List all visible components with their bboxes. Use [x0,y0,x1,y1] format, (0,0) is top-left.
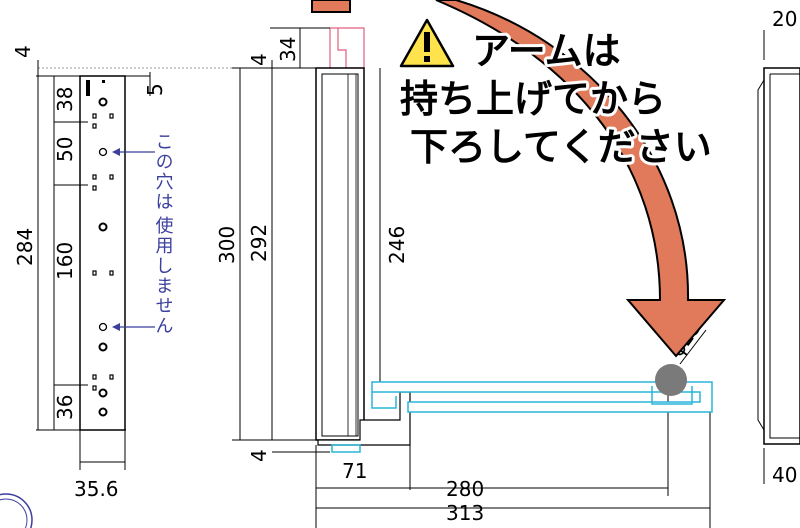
warning-triangle-icon [399,18,455,68]
arm-ball [655,364,687,396]
dim-body-71: 71 [342,459,367,483]
note-line-2: 使用しません [153,216,174,336]
dim-body-300: 300 [215,226,239,264]
dim-bracket-38: 38 [53,87,77,112]
dim-bracket-5: 5 [143,83,167,96]
dim-body-292: 292 [247,224,271,262]
dim-body-280: 280 [446,477,484,501]
side-view: 20 40 [757,7,800,487]
dim-body-246: 246 [385,226,409,264]
mounting-bracket [79,75,126,431]
dim-body-4-top: 4 [247,53,271,66]
bracket-dimension-labels: 4 38 5 50 284 160 36 35.6 [11,45,167,501]
bracket-dimension-lines [36,60,300,470]
arm: φ25 [371,315,713,413]
dim-side-top: 20 [772,7,797,31]
warning-line-3: 下ろしてください [410,125,712,169]
unused-hole-note: この穴は 使用しません [112,132,174,336]
dim-bracket-160: 160 [53,242,77,280]
body-dimension-labels: 34 4 300 292 246 4 71 280 313 [215,37,484,525]
dim-bracket-top-gap: 4 [11,45,35,58]
dim-bracket-36: 36 [53,395,77,420]
note-line-1: この穴は [153,132,174,212]
dim-bracket-284: 284 [13,228,37,266]
dim-bracket-width: 35.6 [74,477,119,501]
warning-line-2: 持ち上げてから [400,77,666,121]
dim-side-bottom: 40 [772,463,797,487]
lift-and-lower-arrow-icon [311,0,727,358]
warning-line-1: アームは [472,29,621,73]
dim-body-313: 313 [446,501,484,525]
seal-icon [0,493,33,528]
body-dimension-lines [232,27,711,528]
mailbox-body [315,27,411,453]
dim-body-4-bottom: 4 [247,449,271,462]
dim-bracket-50: 50 [53,137,77,162]
dim-body-34: 34 [276,37,300,62]
